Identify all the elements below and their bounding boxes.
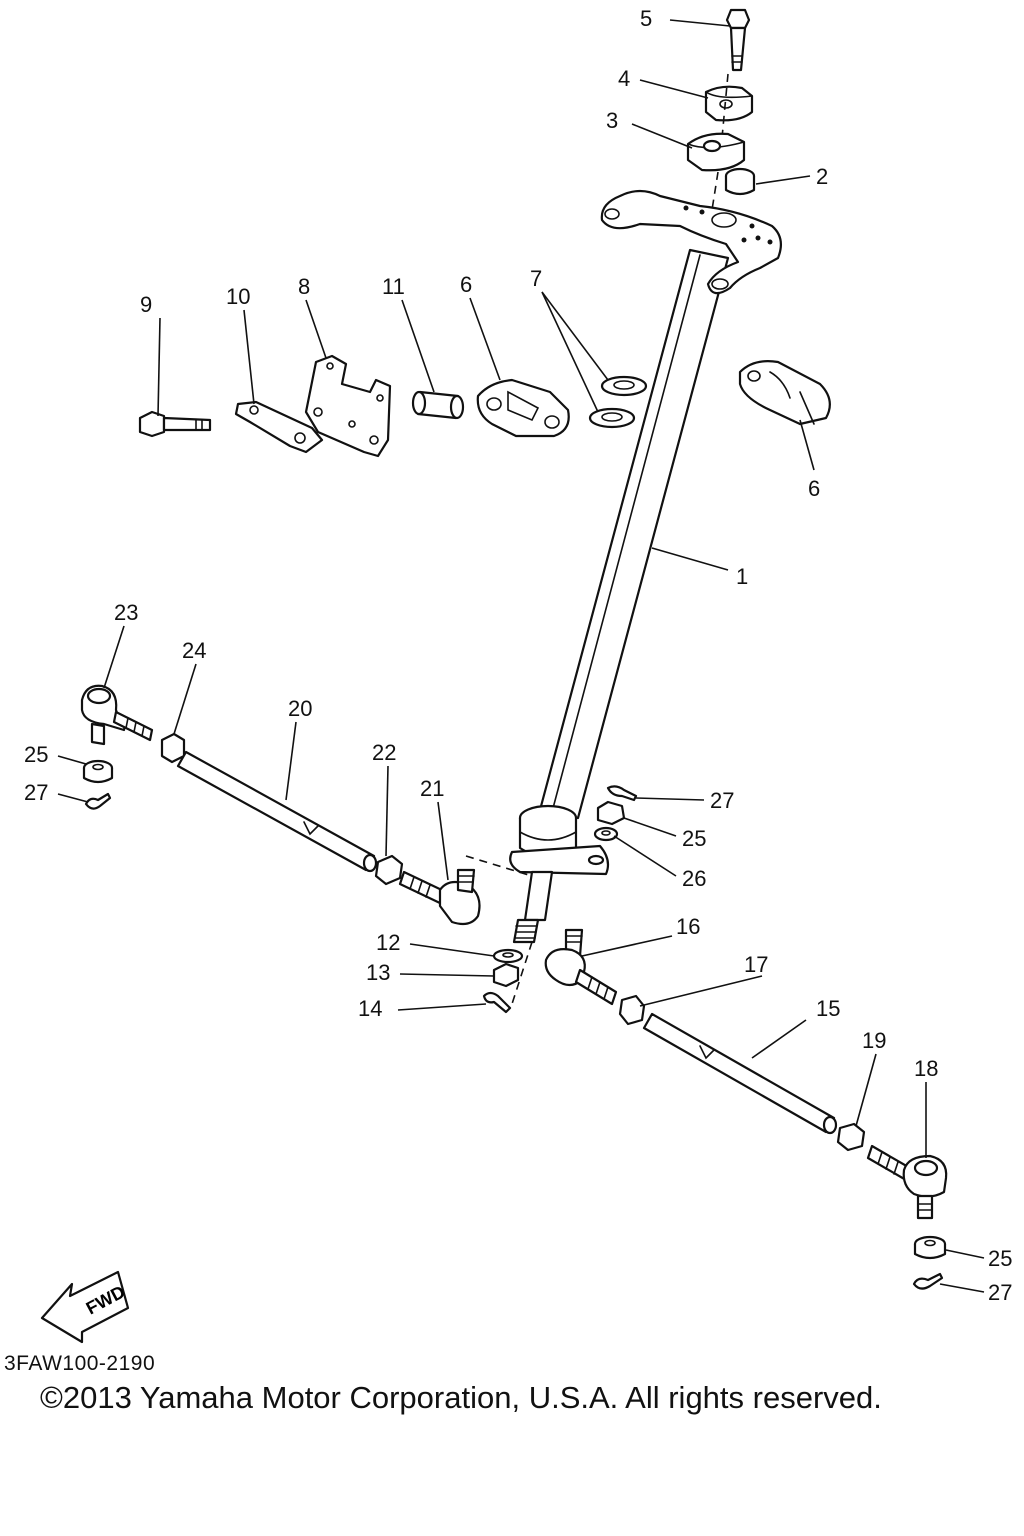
part-label-27a: 27 [24, 780, 48, 805]
part-label-9: 9 [140, 292, 152, 317]
part-label-3: 3 [606, 108, 618, 133]
part-label-12: 12 [376, 930, 400, 955]
tie-rod-part-15 [642, 1012, 838, 1135]
diagram-code: 3FAW100-2190 [4, 1352, 156, 1375]
part-label-25a: 25 [24, 742, 48, 767]
bracket-part-8 [304, 354, 392, 458]
tie-rod-end-part-21 [398, 868, 481, 926]
nut-part-17 [618, 994, 646, 1026]
nut-part-19 [836, 1122, 866, 1152]
cotter-pin-part-27-upper [606, 785, 638, 802]
holder-part-6-left [476, 378, 570, 438]
part-label-26: 26 [682, 866, 706, 891]
part-label-6a: 6 [460, 272, 472, 297]
part-label-5: 5 [640, 6, 652, 31]
part-label-2: 2 [816, 164, 828, 189]
part-label-1: 1 [736, 564, 748, 589]
part-label-18: 18 [914, 1056, 938, 1081]
washer-part-26 [593, 826, 619, 842]
part-label-20: 20 [288, 696, 312, 721]
part-label-11: 11 [382, 274, 405, 299]
part-label-23: 23 [114, 600, 138, 625]
nut-part-13 [492, 962, 520, 988]
tie-rod-end-part-16 [544, 928, 618, 1006]
cotter-pin-part-27-lower [912, 1272, 944, 1290]
part-label-19: 19 [862, 1028, 886, 1053]
copyright-notice: ©2013 Yamaha Motor Corporation, U.S.A. A… [40, 1380, 882, 1415]
part-label-6b: 6 [808, 476, 820, 501]
bolt-part-9 [138, 410, 212, 438]
cotter-pin-part-14 [482, 991, 512, 1014]
tie-rod-end-part-18 [866, 1144, 948, 1220]
part-label-14: 14 [358, 996, 382, 1021]
part-label-13: 13 [366, 960, 390, 985]
leader-lines [57, 19, 985, 1293]
tie-rod-part-20 [176, 750, 378, 873]
part-label-7: 7 [530, 266, 542, 291]
part-label-16: 16 [676, 914, 700, 939]
part-label-21: 21 [420, 776, 444, 801]
part-label-4: 4 [618, 66, 630, 91]
part-label-8: 8 [298, 274, 310, 299]
part-label-22: 22 [372, 740, 396, 765]
holder-lower-part-3 [686, 132, 746, 172]
plate-part-10 [234, 400, 324, 454]
column-top-bracket [600, 189, 783, 295]
holder-part-6-right [738, 360, 831, 426]
bolt-part-5 [725, 8, 751, 72]
part-label-15: 15 [816, 996, 840, 1021]
part-number-labels: 5 4 3 2 9 10 8 11 6 7 6 1 23 24 20 22 21… [24, 6, 1012, 1305]
steering-column-part [509, 248, 730, 944]
nut-part-25-left [82, 759, 114, 784]
cotter-pin-part-27-left [84, 792, 112, 810]
part-label-24: 24 [182, 638, 206, 663]
part-label-25b: 25 [682, 826, 706, 851]
nut-part-25-lower [913, 1235, 947, 1260]
forward-direction-arrow: FWD [40, 1270, 130, 1344]
part-label-10: 10 [226, 284, 250, 309]
part-label-27c: 27 [988, 1280, 1012, 1305]
nut-part-22 [374, 854, 404, 886]
nut-part-25-upper [596, 800, 626, 826]
part-label-17: 17 [744, 952, 768, 977]
collar-part-11 [411, 390, 465, 420]
holder-upper-part-4 [704, 85, 754, 122]
part-label-25c: 25 [988, 1246, 1012, 1271]
cap-part-2 [724, 167, 756, 196]
part-label-27b: 27 [710, 788, 734, 813]
washer-part-12 [492, 948, 524, 964]
tie-rod-end-part-23 [80, 684, 154, 746]
nut-part-24 [160, 732, 186, 764]
washers-part-7 [588, 375, 648, 429]
